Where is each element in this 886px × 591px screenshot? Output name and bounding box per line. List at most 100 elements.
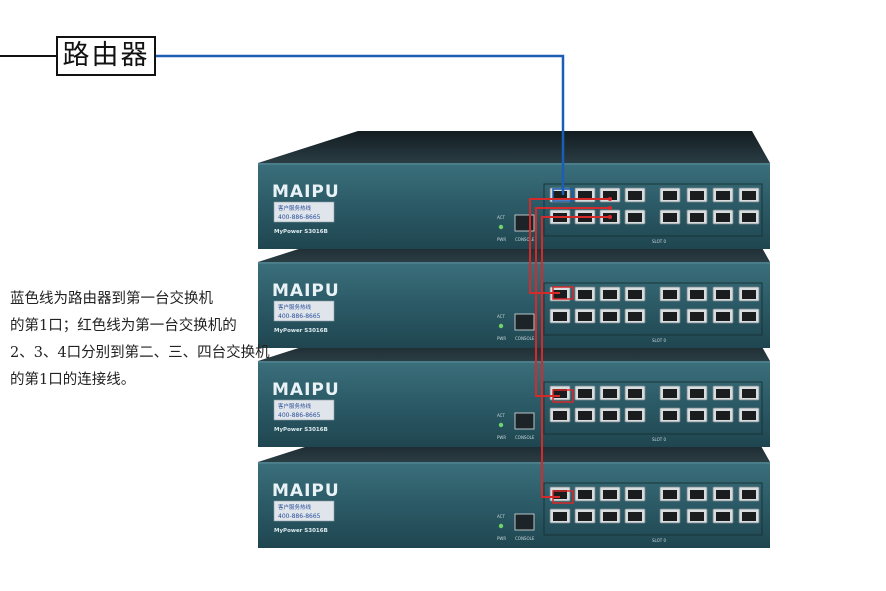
red-cable-port4-to-switch4	[541, 216, 610, 498]
rj45-port-socket	[628, 411, 642, 420]
status-led	[498, 422, 504, 428]
rj45-port-socket	[553, 512, 567, 521]
switch-front-panel	[258, 262, 770, 348]
red-cable-port2-to-switch2	[529, 198, 610, 294]
sticker-line-1: 客户服务热线	[278, 503, 312, 511]
rj45-port-socket	[690, 490, 704, 499]
port-block	[543, 381, 763, 435]
rj45-port-socket	[663, 312, 677, 321]
rj45-port-socket	[578, 411, 592, 420]
description-line-2: 的第1口；红色线为第一台交换机的	[10, 318, 237, 334]
rj45-port-socket	[716, 290, 730, 299]
brand-logo: MAIPU	[272, 380, 340, 400]
connection-description: 蓝色线为路由器到第一台交换机 的第1口；红色线为第一台交换机的 2、3、4口分别…	[10, 286, 270, 394]
red-cable-plug	[552, 490, 574, 504]
rj45-port-socket	[716, 411, 730, 420]
sticker-line-1: 客户服务热线	[278, 402, 312, 410]
rj45-port-socket	[663, 213, 677, 222]
rj45-port-socket	[690, 191, 704, 200]
blue-cable-plug	[552, 188, 574, 202]
cable-layer	[0, 54, 612, 504]
led-label-act: ACT	[497, 413, 505, 418]
status-led	[498, 523, 504, 529]
rj45-port-socket	[628, 213, 642, 222]
console-port	[514, 214, 535, 232]
led-label-pwr: PWR	[497, 237, 506, 242]
service-sticker	[273, 201, 335, 223]
sticker-line-2: 400-886-8665	[278, 214, 321, 221]
description-line-4: 的第1口的连接线。	[10, 372, 136, 388]
red-cable-source	[608, 215, 612, 219]
rj45-port-socket	[716, 389, 730, 398]
rj45-port-socket	[578, 512, 592, 521]
rj45-port-socket	[742, 490, 756, 499]
port-block	[543, 183, 763, 237]
status-led	[498, 224, 504, 230]
rj45-port-socket	[742, 512, 756, 521]
model-label: MyPower S3016B	[274, 528, 328, 534]
rj45-port-socket	[742, 312, 756, 321]
rj45-port-socket	[742, 213, 756, 222]
rj45-port-socket	[663, 490, 677, 499]
led-label-pwr: PWR	[497, 435, 506, 440]
rj45-port-socket	[663, 389, 677, 398]
rj45-port-socket	[603, 389, 617, 398]
sticker-line-2: 400-886-8665	[278, 313, 321, 320]
red-cable-plug	[552, 286, 574, 300]
brand-logo: MAIPU	[272, 481, 340, 501]
rj45-port-socket	[603, 312, 617, 321]
rj45-port-socket	[553, 389, 567, 398]
rj45-port-socket	[663, 411, 677, 420]
rj45-port-socket	[578, 389, 592, 398]
red-cable-source	[608, 206, 612, 210]
blue-cable-router-to-switch1-port1	[156, 54, 565, 195]
rj45-port-socket	[628, 490, 642, 499]
rj45-port-socket	[603, 411, 617, 420]
status-led	[498, 323, 504, 329]
port-group-label: SLOT 0	[652, 538, 666, 543]
rj45-port-socket	[716, 512, 730, 521]
sticker-line-1: 客户服务热线	[278, 204, 312, 212]
model-label: MyPower S3016B	[274, 427, 328, 433]
description-line-1: 蓝色线为路由器到第一台交换机	[10, 291, 213, 307]
rj45-port-socket	[742, 290, 756, 299]
rj45-port-socket	[603, 490, 617, 499]
led-label-pwr: PWR	[497, 336, 506, 341]
rj45-port-socket	[663, 290, 677, 299]
switch-front-panel	[258, 361, 770, 447]
rj45-port-socket	[742, 191, 756, 200]
rj45-port-socket	[578, 312, 592, 321]
rj45-port-socket	[742, 389, 756, 398]
sticker-line-2: 400-886-8665	[278, 513, 321, 520]
console-label: CONSOLE	[515, 237, 535, 242]
rj45-port-socket	[628, 191, 642, 200]
rj45-port-socket	[690, 512, 704, 521]
rj45-port-socket	[603, 290, 617, 299]
console-port	[514, 313, 535, 331]
rj45-port-socket	[628, 312, 642, 321]
sticker-line-2: 400-886-8665	[278, 412, 321, 419]
console-port	[514, 513, 535, 531]
rj45-port-socket	[603, 191, 617, 200]
router-label: 路由器	[56, 36, 156, 76]
rj45-port-socket	[553, 191, 567, 200]
switch-front-panel	[258, 163, 770, 249]
rj45-port-socket	[690, 411, 704, 420]
port-group-label: SLOT 0	[652, 437, 666, 442]
red-cable-source	[608, 197, 612, 201]
rj45-port-socket	[663, 512, 677, 521]
console-port	[514, 412, 535, 430]
brand-logo: MAIPU	[272, 281, 340, 301]
rj45-port-socket	[553, 312, 567, 321]
led-label-pwr: PWR	[497, 536, 506, 541]
console-label: CONSOLE	[515, 536, 535, 541]
rj45-port-socket	[628, 290, 642, 299]
rj45-port-socket	[690, 312, 704, 321]
rj45-port-socket	[578, 191, 592, 200]
service-sticker	[273, 500, 335, 522]
port-group-label: SLOT 0	[652, 239, 666, 244]
rj45-port-socket	[553, 490, 567, 499]
